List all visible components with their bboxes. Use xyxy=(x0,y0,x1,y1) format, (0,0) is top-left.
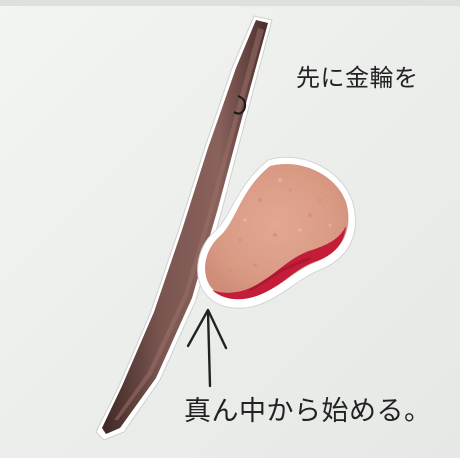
skin-patch xyxy=(197,156,356,309)
photo-top-edge xyxy=(0,0,460,6)
caption-bottom: 真ん中から始める。 xyxy=(184,396,432,427)
caption-top: 先に金輪を xyxy=(296,64,419,92)
arrow-up-icon xyxy=(186,308,228,388)
paper-strip xyxy=(95,15,273,441)
